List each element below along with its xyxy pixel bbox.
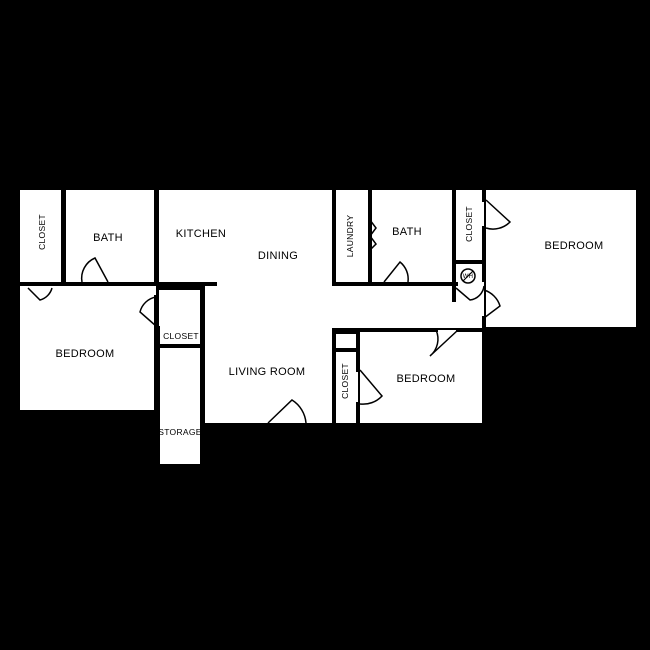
closet-bed1-label: CLOSET bbox=[37, 214, 47, 250]
closet-hall-label: CLOSET bbox=[163, 331, 199, 341]
closet-bed2-label: CLOSET bbox=[340, 363, 350, 399]
dining-label: DINING bbox=[258, 250, 298, 262]
storage-area bbox=[159, 348, 202, 464]
bedroom-middle-area bbox=[360, 330, 484, 423]
bath-left-label: BATH bbox=[93, 232, 123, 244]
bedroom-right-label: BEDROOM bbox=[545, 240, 604, 252]
bedroom-middle-label: BEDROOM bbox=[397, 373, 456, 385]
hall-area bbox=[332, 286, 484, 328]
living-room-area bbox=[205, 282, 332, 423]
bath-right-area bbox=[372, 190, 452, 282]
closet-bed3-area bbox=[456, 190, 484, 262]
bath-right-label: BATH bbox=[392, 226, 422, 238]
walls bbox=[18, 188, 486, 466]
laundry-label: LAUNDRY bbox=[345, 215, 355, 258]
storage-label: STORAGE bbox=[158, 427, 202, 437]
bath-left-area bbox=[66, 190, 156, 282]
room-fills bbox=[20, 190, 636, 464]
water-heater-label: WH bbox=[463, 274, 474, 280]
kitchen-label: KITCHEN bbox=[176, 228, 226, 240]
closet-hall-area bbox=[159, 290, 202, 344]
room-labels: CLOSET BATH KITCHEN DINING LAUNDRY BATH … bbox=[37, 206, 603, 437]
kitchen-area bbox=[159, 190, 332, 282]
laundry-area bbox=[336, 190, 368, 282]
bedroom-left-label: BEDROOM bbox=[56, 348, 115, 360]
closet-bed2-area bbox=[336, 334, 358, 423]
water-heater-icon: WH bbox=[460, 268, 476, 284]
doors bbox=[27, 199, 512, 424]
living-room-label: LIVING ROOM bbox=[229, 366, 306, 378]
bedroom-left-area bbox=[20, 286, 156, 410]
bedroom-right-area bbox=[486, 190, 636, 327]
closet-bed3-label: CLOSET bbox=[464, 206, 474, 242]
closet-bed1-area bbox=[20, 190, 63, 282]
